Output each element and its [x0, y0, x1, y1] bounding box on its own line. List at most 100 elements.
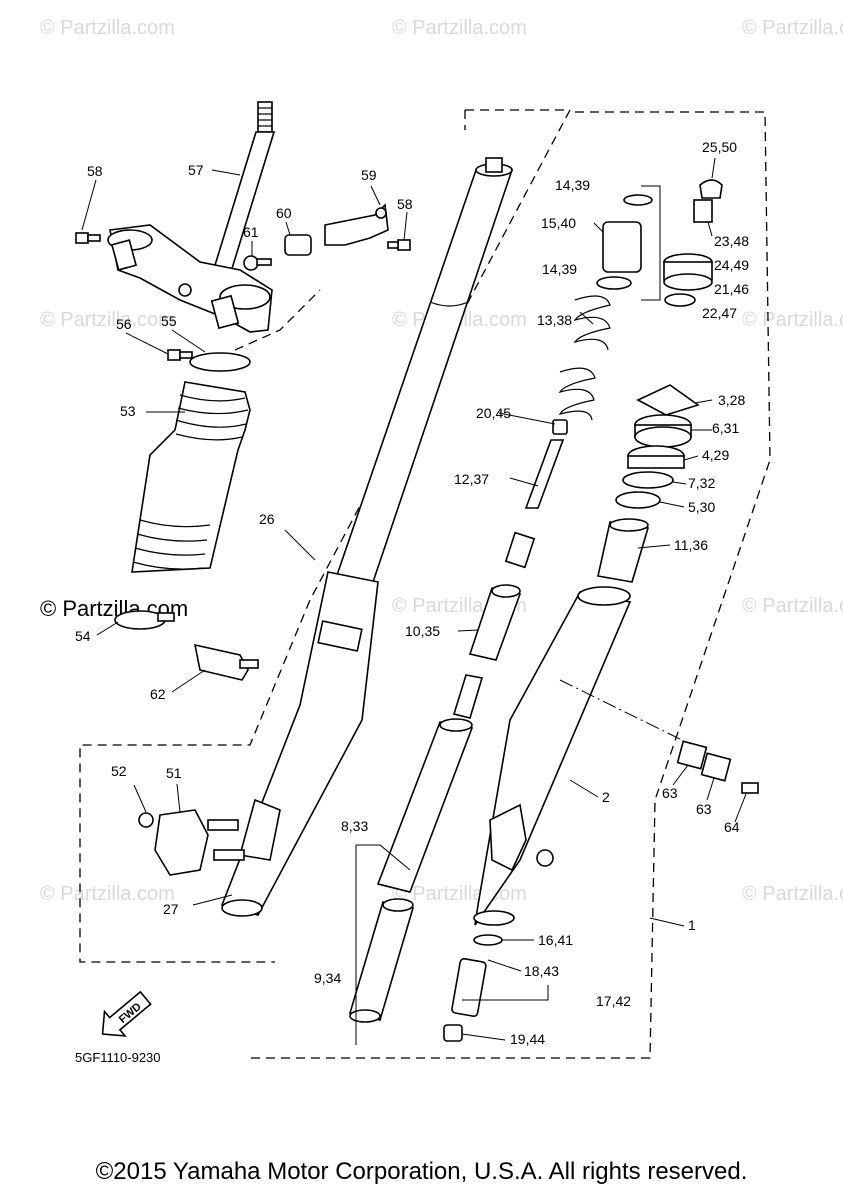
- callout-label: 10,35: [405, 623, 440, 639]
- bolt-61: [243, 255, 259, 271]
- callout-label: 55: [161, 313, 177, 329]
- oring-22-47: [664, 293, 696, 307]
- callout-label: 64: [724, 819, 740, 835]
- callout-label: 26: [259, 511, 275, 527]
- bolt-56: [167, 349, 181, 361]
- centerlines: [355, 185, 691, 1045]
- watermark: © Partzilla.com: [742, 595, 843, 617]
- callout-label: 58: [397, 196, 413, 212]
- washer-14-39: [623, 194, 653, 206]
- caliper-mount: [238, 798, 281, 861]
- callout-label: 52: [111, 763, 127, 779]
- clamp-63b: [700, 752, 732, 782]
- boot-band-55: [189, 352, 251, 372]
- watermark: © Partzilla.com: [40, 883, 175, 905]
- watermark: © Partzilla.com: [742, 883, 843, 905]
- nut-52: [138, 812, 154, 828]
- boundary-bracket: [234, 289, 321, 351]
- valve-12-37: [504, 531, 536, 569]
- bolt-58-left: [75, 232, 89, 244]
- nut-20-45: [552, 419, 568, 435]
- callout-label: 18,43: [524, 963, 559, 979]
- callout-label: 27: [163, 901, 179, 917]
- steering-stem: [107, 101, 276, 333]
- callout-label: 9,34: [314, 970, 341, 986]
- fork-assembly-boundary: [250, 111, 771, 1059]
- watermark: © Partzilla.com: [40, 17, 175, 39]
- callout-label: 57: [188, 162, 204, 178]
- clip-3-28: [636, 384, 700, 416]
- group-boundaries: [79, 109, 771, 1059]
- bracket-14-39: [641, 185, 661, 301]
- washer-7-32: [622, 471, 674, 489]
- callout-label: 56: [116, 316, 132, 332]
- base-parts: [443, 934, 503, 1042]
- bolt-64: [741, 782, 759, 794]
- fork-boot: [114, 352, 251, 630]
- callout-label: 58: [87, 163, 103, 179]
- fwd-arrow-icon: FWD: [101, 990, 152, 1037]
- axle-holder: [489, 803, 527, 872]
- seal-parts: [597, 384, 700, 583]
- callout-label: 63: [696, 801, 712, 817]
- callout-label: 1: [688, 917, 696, 933]
- piece-10-35: [452, 674, 484, 719]
- callout-label: 14,39: [542, 261, 577, 277]
- callout-label: 16,41: [538, 932, 573, 948]
- leader-lines: [81, 157, 747, 1041]
- caliper-bracket: [138, 809, 245, 876]
- clamp-block: [110, 239, 138, 271]
- rod-9-34: [348, 901, 415, 1021]
- stem-shaft: [210, 131, 276, 276]
- callout-label: 22,47: [702, 305, 737, 321]
- clamp-block: [210, 294, 240, 330]
- watermark: © Partzilla.com: [392, 17, 527, 39]
- callout-label: 21,46: [714, 281, 749, 297]
- callout-label: 54: [75, 628, 91, 644]
- callout-label: 12,37: [454, 471, 489, 487]
- bracket-8-33: [356, 844, 411, 871]
- base-valve-17-42: [451, 957, 487, 1017]
- stem-thread: [257, 101, 273, 133]
- outer-tube: [220, 571, 379, 916]
- callout-label: 59: [361, 167, 377, 183]
- watermark: © Partzilla.com: [40, 309, 175, 331]
- callout-label: 53: [120, 403, 136, 419]
- callout-label: 6,31: [712, 420, 739, 436]
- hose-holder-62: [193, 643, 259, 681]
- callout-label: 62: [150, 686, 166, 702]
- callout-label: 23,48: [714, 233, 749, 249]
- callout-label: 3,28: [718, 392, 745, 408]
- callout-label: 2: [602, 789, 610, 805]
- callout-label: 11,36: [674, 537, 708, 553]
- inner-tube-boundary: [79, 109, 572, 963]
- callout-label: 8,33: [341, 818, 368, 834]
- callout-label: 13,38: [537, 312, 572, 328]
- callout-label: 15,40: [541, 215, 576, 231]
- callout-label: 4,29: [702, 447, 729, 463]
- bracket-17-42: [462, 985, 549, 1001]
- callout-label: 25,50: [702, 139, 737, 155]
- damper-rod-8-33: [376, 721, 474, 893]
- callout-label: 14,39: [555, 177, 590, 193]
- guard-51: [154, 809, 209, 876]
- watermark: © Partzilla.com: [742, 17, 843, 39]
- rod-12-37: [524, 439, 565, 509]
- outer-tube-2: [473, 586, 632, 926]
- bushing-5-30: [615, 491, 661, 509]
- washer-16-41: [473, 934, 503, 946]
- outer-tube-27: [220, 571, 379, 917]
- copyright-notice: ©2015 Yamaha Motor Corporation, U.S.A. A…: [95, 1158, 748, 1185]
- bolt-19-44: [443, 1024, 463, 1042]
- cap-25-50: [699, 179, 723, 199]
- bolt-58-right: [397, 239, 411, 251]
- cartridge-parts: [348, 194, 653, 1023]
- callout-label: 61: [243, 224, 259, 240]
- washer-14-39b: [596, 276, 632, 290]
- collar-15-40: [602, 221, 642, 273]
- pinch-parts: [676, 740, 759, 794]
- callout-label: 20,45: [476, 405, 511, 421]
- cap-parts: [663, 179, 723, 307]
- callout-label: 19,44: [510, 1031, 545, 1047]
